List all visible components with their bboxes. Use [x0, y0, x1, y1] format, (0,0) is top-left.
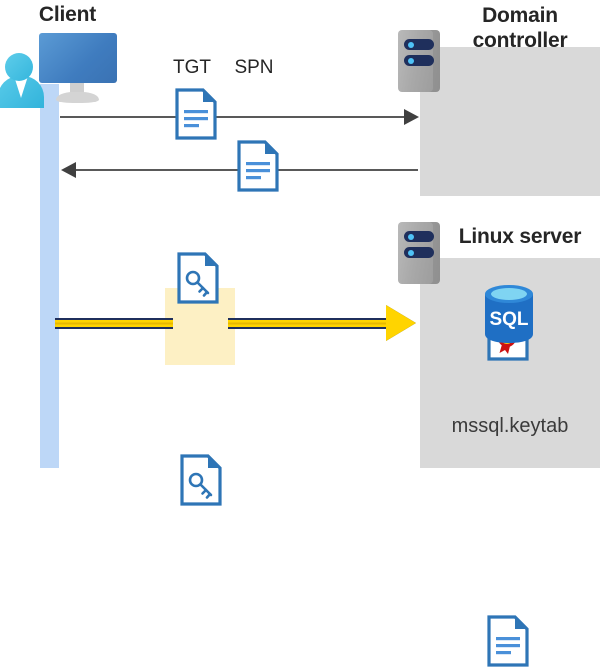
server-rack-icon	[398, 222, 440, 284]
response-arrowhead	[61, 162, 76, 178]
server-bay-icon	[404, 55, 434, 66]
domain-controller-title-line1: Domain	[482, 4, 558, 27]
domain-controller-title-line2: controller	[472, 29, 568, 52]
key-document-icon	[177, 252, 600, 304]
document-icon	[237, 140, 600, 192]
request-arrowhead	[404, 109, 419, 125]
keytab-file-label: mssql.keytab	[451, 415, 569, 437]
server-rack-icon	[398, 30, 440, 92]
server-bay-icon	[404, 39, 434, 50]
domain-controller-title: Domain controller	[440, 3, 600, 53]
auth-arrowhead	[386, 305, 416, 341]
domain-controller-panel	[420, 47, 600, 196]
auth-arrow-line-left	[55, 318, 173, 329]
person-head-icon	[5, 53, 33, 81]
sql-database-icon: SQL	[481, 283, 537, 350]
server-led-icon	[408, 233, 414, 240]
document-icon	[487, 615, 600, 667]
server-led-icon	[408, 57, 414, 64]
server-bay-icon	[404, 231, 434, 242]
server-led-icon	[408, 249, 414, 256]
tgt-label: TGT	[173, 57, 211, 78]
client-lifeline	[40, 84, 59, 468]
key-document-icon	[180, 454, 600, 506]
document-icon	[175, 88, 600, 140]
server-bay-icon	[404, 247, 434, 258]
sql-label: SQL	[489, 309, 528, 330]
server-led-icon	[408, 41, 414, 48]
client-title: Client	[38, 3, 97, 26]
auth-arrow-line-right	[228, 318, 396, 329]
request-arrow-line	[60, 116, 412, 118]
spn-label: SPN	[234, 57, 274, 78]
monitor-screen-icon	[39, 33, 117, 83]
monitor-base-icon	[56, 92, 99, 103]
client-icon	[0, 0, 130, 115]
linux-server-title: Linux server	[458, 225, 582, 248]
